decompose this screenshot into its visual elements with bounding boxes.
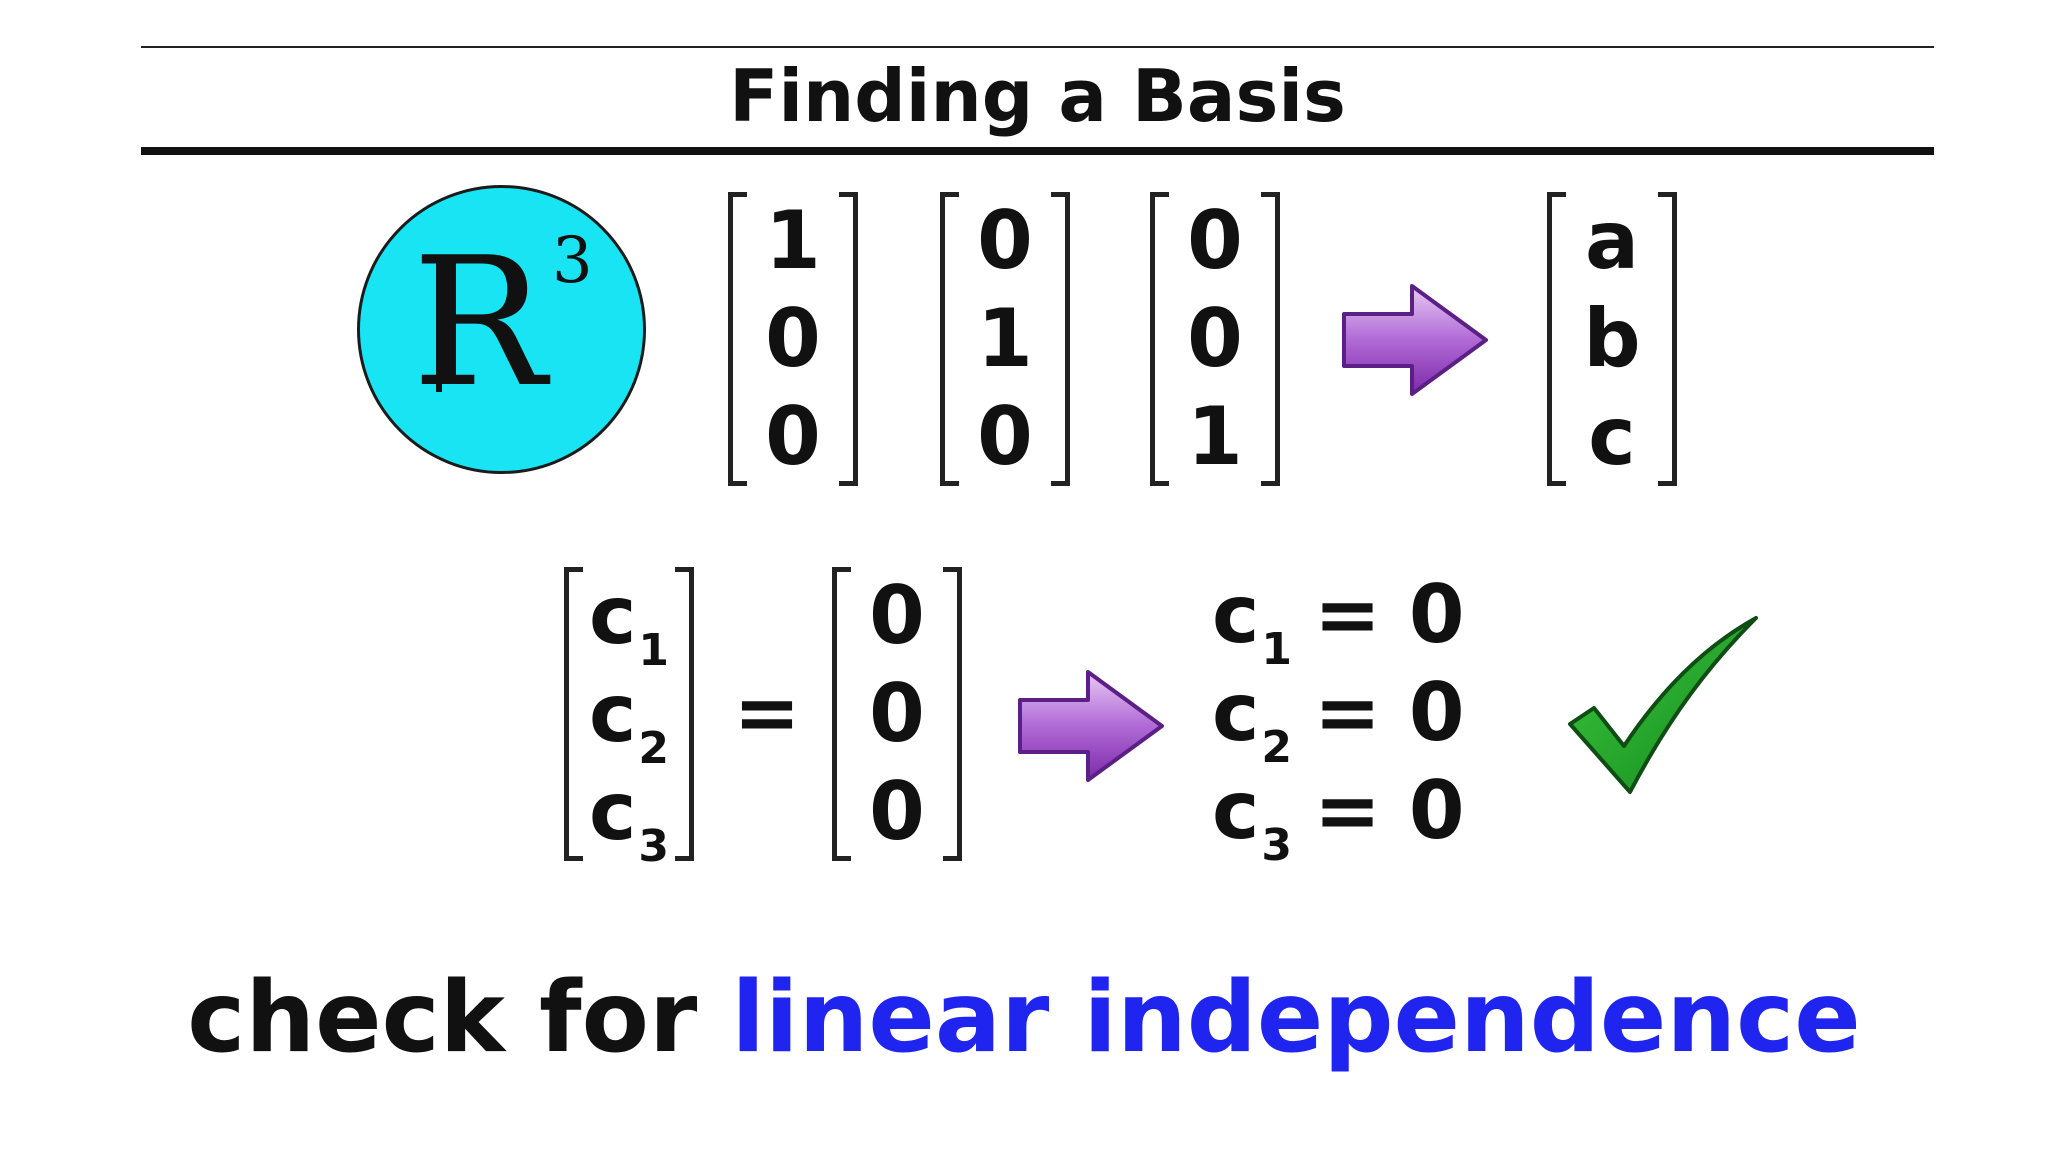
right-bracket bbox=[675, 567, 694, 861]
right-bracket bbox=[1051, 192, 1070, 486]
vector-entry: 0 bbox=[869, 569, 925, 662]
vector-entry: 0 bbox=[1187, 194, 1243, 287]
right-bracket bbox=[839, 192, 858, 486]
caption-highlight: linear independence bbox=[731, 961, 1861, 1075]
left-bracket bbox=[1547, 192, 1566, 486]
zero-vector: 0 0 0 bbox=[832, 567, 962, 861]
space-symbol: R bbox=[412, 219, 547, 426]
vector-entry: 0 bbox=[765, 390, 821, 483]
left-bracket bbox=[832, 567, 851, 861]
vector-entry: 1 bbox=[1187, 390, 1243, 483]
checkmark-icon bbox=[1568, 616, 1758, 794]
vector-entry: 0 bbox=[869, 667, 925, 760]
vector-entry: c bbox=[1588, 390, 1636, 483]
title-underline bbox=[141, 147, 1934, 155]
basis-vector-1: 1 0 0 bbox=[728, 192, 858, 486]
left-bracket bbox=[728, 192, 747, 486]
vector-entry: 0 bbox=[869, 765, 925, 858]
solution-line: c2= 0 bbox=[1212, 666, 1465, 773]
vector-entry: 0 bbox=[977, 194, 1033, 287]
left-bracket bbox=[1150, 192, 1169, 486]
vector-entry: c1 bbox=[588, 569, 670, 676]
vector-entry: c2 bbox=[588, 667, 670, 774]
vector-entry: 1 bbox=[765, 194, 821, 287]
coefficient-vector: c1 c2 c3 bbox=[564, 567, 694, 872]
space-exponent: 3 bbox=[552, 224, 593, 298]
left-bracket bbox=[940, 192, 959, 486]
space-badge: R 3 bbox=[357, 185, 646, 474]
right-arrow-icon bbox=[1018, 670, 1164, 782]
double-stroke bbox=[436, 256, 442, 392]
vector-entry: b bbox=[1583, 292, 1641, 385]
basis-vector-2: 0 1 0 bbox=[940, 192, 1070, 486]
right-bracket bbox=[943, 567, 962, 861]
right-bracket bbox=[1261, 192, 1280, 486]
equals-sign: = bbox=[733, 666, 801, 759]
basis-vector-3: 0 0 1 bbox=[1150, 192, 1280, 486]
caption: check for linear independence bbox=[187, 961, 1861, 1075]
vector-entry: 1 bbox=[977, 292, 1033, 385]
vector-entry: a bbox=[1585, 194, 1639, 287]
vector-entry: 0 bbox=[765, 292, 821, 385]
vector-entry: 0 bbox=[977, 390, 1033, 483]
slide-title: Finding a Basis bbox=[729, 54, 1346, 138]
left-bracket bbox=[564, 567, 583, 861]
top-rule bbox=[141, 46, 1934, 48]
target-vector: a b c bbox=[1547, 192, 1677, 486]
solution-line: c1= 0 bbox=[1212, 568, 1465, 675]
right-bracket bbox=[1658, 192, 1677, 486]
vector-entry: c3 bbox=[588, 765, 670, 872]
vector-entry: 0 bbox=[1187, 292, 1243, 385]
solution-line: c3= 0 bbox=[1212, 764, 1465, 871]
right-arrow-icon bbox=[1342, 284, 1488, 396]
